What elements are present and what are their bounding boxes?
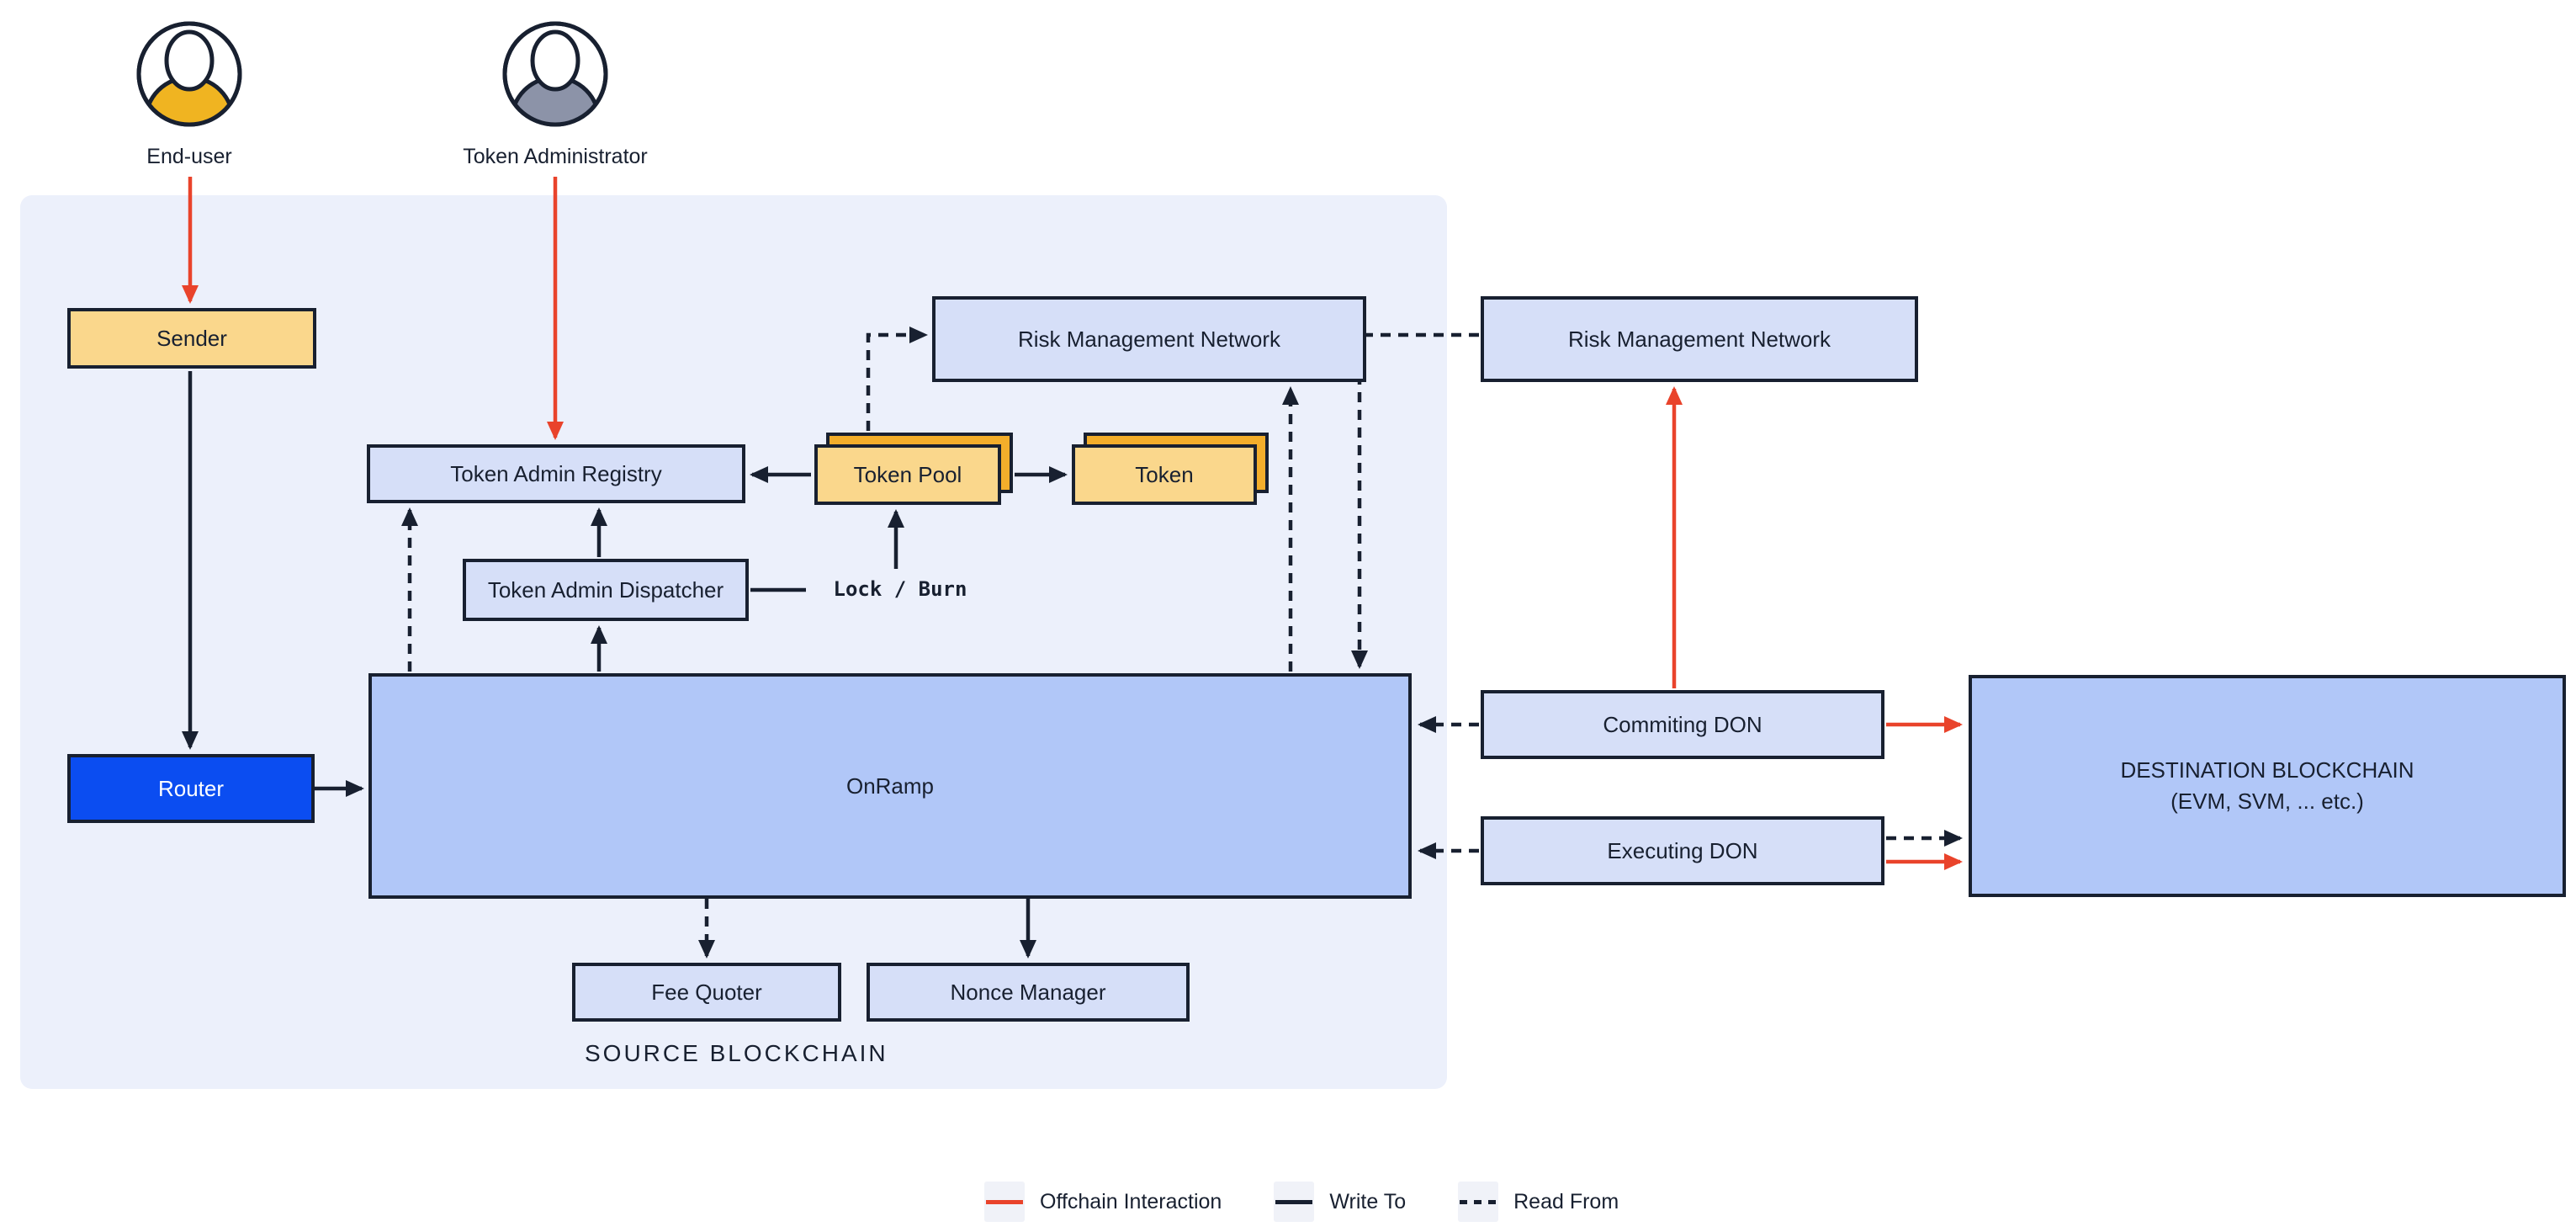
- node-destination-blockchain: DESTINATION BLOCKCHAIN (EVM, SVM, ... et…: [1969, 675, 2566, 897]
- legend-offchain-label: Offchain Interaction: [1040, 1189, 1222, 1213]
- legend-write-label: Write To: [1329, 1189, 1407, 1213]
- destination-blockchain-label: DESTINATION BLOCKCHAIN (EVM, SVM, ... et…: [2120, 757, 2414, 815]
- node-risk-management-network-offchain: Risk Management Network: [1481, 296, 1918, 382]
- edge-tokenpool-to-rmn-read: [866, 327, 928, 431]
- destination-blockchain-line1: DESTINATION BLOCKCHAIN: [2120, 757, 2414, 783]
- node-onramp: OnRamp: [368, 673, 1412, 899]
- legend-item-offchain-interaction: Offchain Interaction: [984, 1182, 1222, 1222]
- node-sender: Sender: [67, 308, 316, 369]
- offchain-line-icon: [984, 1182, 1025, 1222]
- node-commiting-don: Commiting DON: [1481, 690, 1884, 759]
- node-token-admin-registry: Token Admin Registry: [367, 444, 745, 503]
- token-administrator-avatar-icon: [502, 21, 608, 127]
- node-risk-management-network-source: Risk Management Network: [932, 296, 1366, 382]
- end-user-avatar-icon: [136, 21, 242, 127]
- lock-burn-annotation: Lock / Burn: [833, 577, 967, 601]
- node-router: Router: [67, 754, 315, 823]
- node-nonce-manager: Nonce Manager: [867, 963, 1190, 1022]
- node-token-pool: Token Pool: [814, 444, 1001, 505]
- edge-rmn-offchain-to-onramp-read: [1351, 332, 1479, 669]
- legend-read-label: Read From: [1513, 1189, 1619, 1213]
- node-token-admin-dispatcher: Token Admin Dispatcher: [463, 559, 749, 621]
- write-line-icon: [1274, 1182, 1315, 1222]
- node-executing-don: Executing DON: [1481, 816, 1884, 885]
- token-administrator-label: Token Administrator: [463, 145, 648, 168]
- legend: Offchain Interaction Write To Read From: [984, 1182, 1619, 1222]
- legend-item-write-to: Write To: [1274, 1182, 1406, 1222]
- source-blockchain-label: SOURCE BLOCKCHAIN: [585, 1040, 888, 1066]
- legend-item-read-from: Read From: [1458, 1182, 1619, 1222]
- end-user-label: End-user: [146, 145, 232, 168]
- read-line-icon: [1458, 1182, 1499, 1222]
- destination-blockchain-line2: (EVM, SVM, ... etc.): [2171, 789, 2364, 814]
- node-token: Token: [1072, 444, 1257, 505]
- node-fee-quoter: Fee Quoter: [572, 963, 841, 1022]
